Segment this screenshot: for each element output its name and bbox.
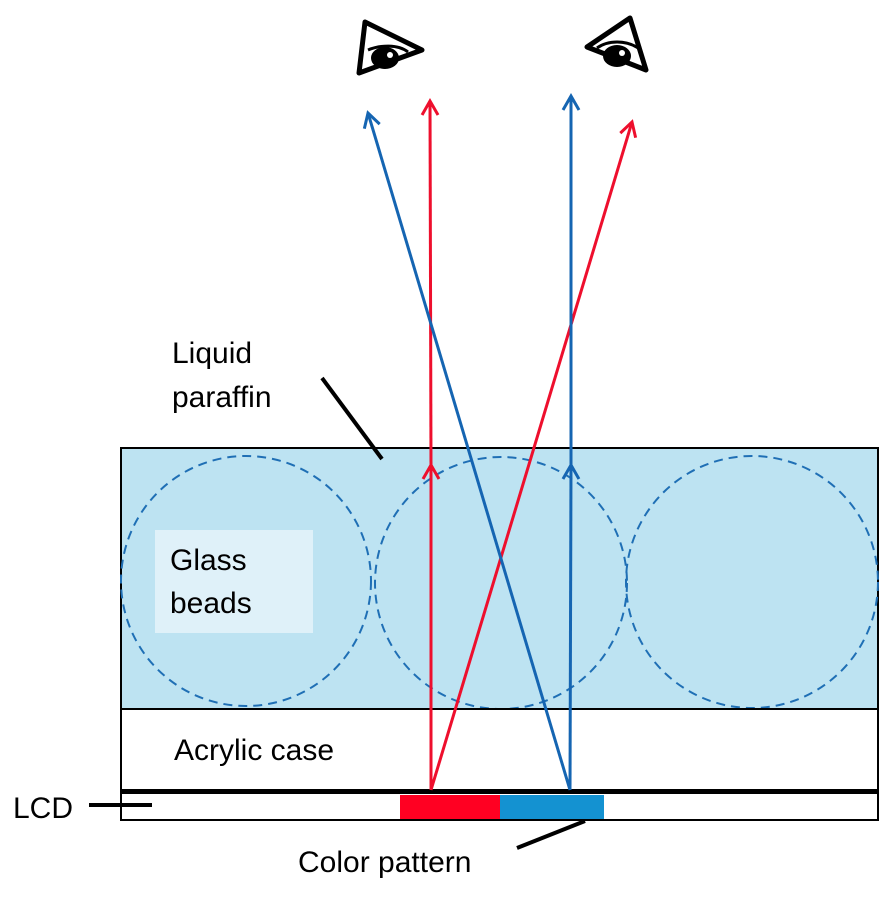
glass-beads-label-box [155,530,313,633]
eye-icon [356,19,425,76]
color-pattern-leader-line [516,819,586,850]
liquid-paraffin-label-line1: Liquid [172,337,252,370]
color-pattern-blue [500,795,604,819]
glass-beads-label-line1: Glass [170,544,247,577]
eye-icon [584,15,649,73]
blue-ray-diagonal [362,110,572,791]
acrylic-case-layer [120,708,879,791]
lcd-label: LCD [13,792,73,825]
glass-bead-left [120,455,372,707]
acrylic-case-label: Acrylic case [174,734,334,767]
glass-beads-label-line2: beads [170,587,252,620]
paraffin-leader-line [320,376,384,461]
red-ray-vertical-upper [420,97,440,466]
color-pattern-red [400,795,500,819]
red-ray-diagonal [429,119,638,791]
liquid-paraffin-label-line2: paraffin [172,381,272,414]
color-pattern-label: Color pattern [298,846,471,879]
blue-ray-vertical [561,461,581,791]
